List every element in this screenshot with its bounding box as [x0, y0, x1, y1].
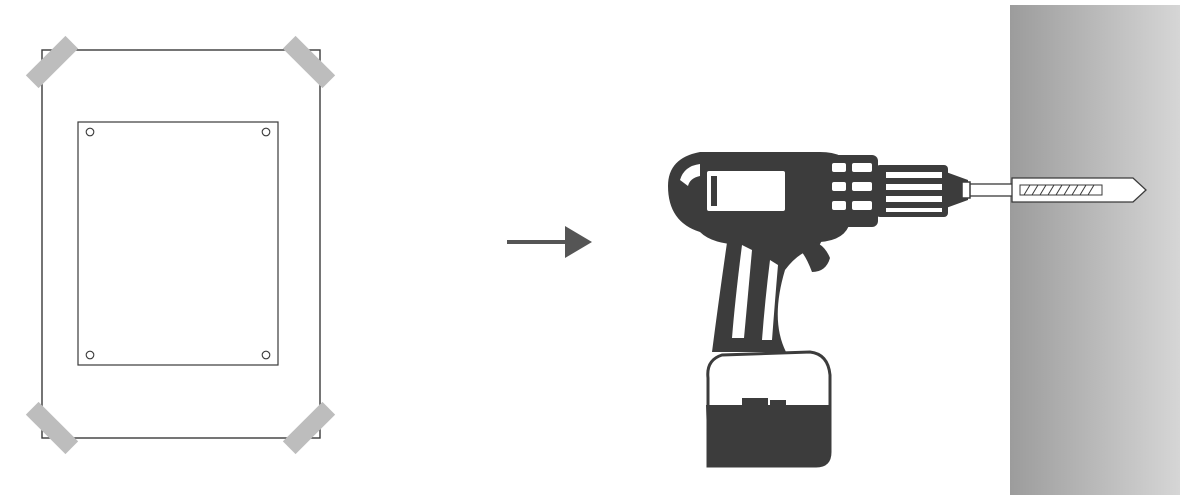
drill-battery	[706, 350, 832, 468]
tape-strip	[25, 401, 79, 455]
tape-strip	[282, 401, 336, 455]
cordless-drill-icon	[668, 152, 1147, 468]
tape-strip	[25, 35, 79, 89]
template-sheet-icon	[25, 35, 336, 455]
screw-hole	[85, 350, 95, 360]
mounting-outline	[77, 121, 279, 366]
screw-hole	[261, 350, 271, 360]
drill-handle	[712, 222, 830, 352]
drill-body	[668, 152, 850, 245]
arrow-right-icon	[507, 226, 592, 258]
drill-clutch	[820, 155, 878, 227]
drill-bit	[965, 177, 1147, 203]
drill-chuck	[876, 165, 971, 217]
screw-hole	[261, 127, 271, 137]
wall	[1010, 5, 1180, 495]
screw-hole	[85, 127, 95, 137]
drill-trigger	[800, 239, 830, 272]
tape-strip	[282, 35, 336, 89]
